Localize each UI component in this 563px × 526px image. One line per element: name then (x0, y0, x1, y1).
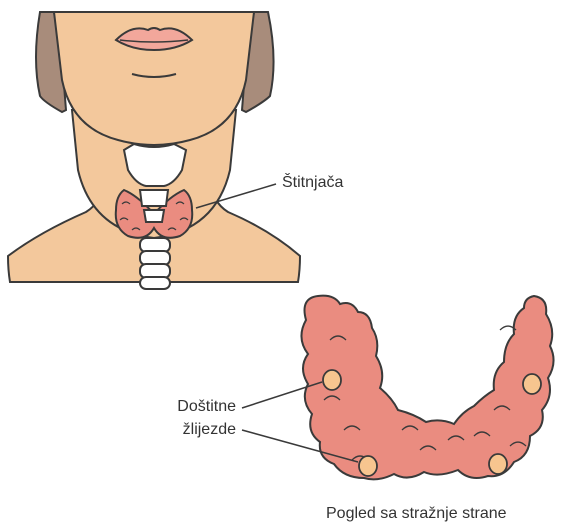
thyroid-label: Štitnjača (282, 175, 343, 191)
parathyroid-label-line1: Doštitne (148, 399, 236, 415)
trachea (140, 238, 170, 289)
thyroid-back (301, 296, 553, 480)
parathyroid-label-line2: žlijezde (148, 422, 236, 438)
view-caption: Pogled sa stražnje strane (326, 506, 507, 522)
parathyroid-lower-right (489, 454, 507, 474)
parathyroid-upper-left (323, 370, 341, 390)
back-view (242, 296, 554, 480)
parathyroid-lower-left (359, 456, 377, 476)
front-view (8, 12, 300, 289)
parathyroid-upper-right (523, 374, 541, 394)
